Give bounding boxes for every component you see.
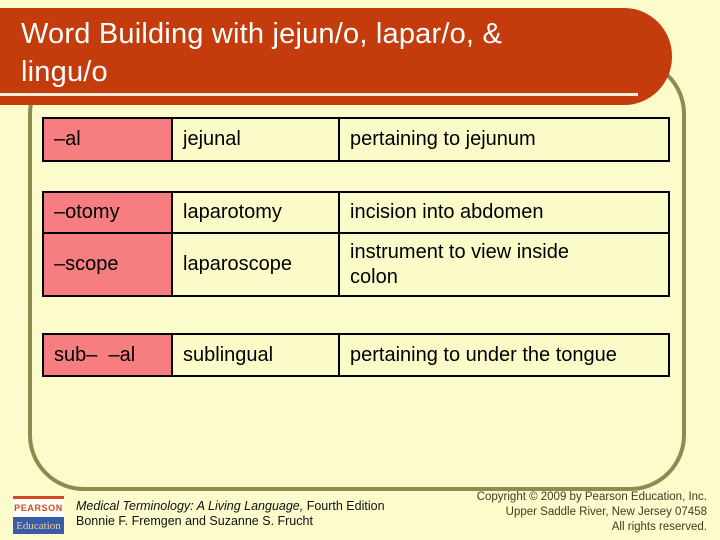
table-row-laparoscope: –scope laparoscope instrument to view in…	[42, 232, 670, 297]
cell-suffix: –al	[42, 117, 173, 162]
cell-suffix: sub– –al	[42, 333, 173, 377]
copyright-line2: Upper Saddle River, New Jersey 07458	[505, 506, 707, 518]
cell-definition: instrument to view inside colon	[340, 232, 670, 297]
logo-division-text: Education	[13, 517, 64, 534]
slide-title: Word Building with jejun/o, lapar/o, & l…	[0, 8, 672, 91]
book-authors: Bonnie F. Fremgen and Suzanne S. Frucht	[76, 513, 313, 528]
cell-definition-text: pertaining to jejunum	[350, 128, 536, 150]
cell-definition: pertaining to jejunum	[340, 117, 670, 162]
pearson-education-logo: PEARSON Education	[13, 496, 64, 534]
cell-definition: pertaining to under the tongue	[340, 333, 670, 377]
book-edition: Fourth Edition	[303, 499, 385, 513]
copyright-notice: Copyright © 2009 by Pearson Education, I…	[477, 490, 707, 535]
book-title-line: Medical Terminology: A Living Language, …	[76, 499, 385, 514]
cell-definition-text: incision into abdomen	[350, 201, 544, 223]
table-row-jejunal: –al jejunal pertaining to jejunum	[42, 117, 670, 162]
book-attribution: Medical Terminology: A Living Language, …	[76, 499, 385, 528]
logo-brand-text: PEARSON	[13, 499, 64, 517]
cell-definition-text: instrument to view inside colon	[350, 240, 569, 288]
table-row-laparotomy: –otomy laparotomy incision into abdomen	[42, 191, 670, 234]
slide-title-line1: Word Building with jejun/o, lapar/o, &	[21, 18, 502, 50]
cell-suffix: –otomy	[42, 191, 173, 234]
slide-title-line2: lingu/o	[21, 56, 108, 88]
copyright-line3: All rights reserved.	[611, 521, 707, 533]
book-title: Medical Terminology: A Living Language,	[76, 499, 304, 513]
logo-top-stripe	[13, 496, 64, 499]
title-banner: Word Building with jejun/o, lapar/o, & l…	[0, 8, 672, 105]
cell-term: jejunal	[173, 117, 340, 162]
cell-term: sublingual	[173, 333, 340, 377]
cell-suffix: –scope	[42, 232, 173, 297]
cell-term: laparotomy	[173, 191, 340, 234]
copyright-line1: Copyright © 2009 by Pearson Education, I…	[476, 491, 707, 503]
title-underline	[0, 93, 638, 96]
cell-term: laparoscope	[173, 232, 340, 297]
cell-definition-text: pertaining to under the tongue	[350, 343, 617, 366]
table-row-sublingual: sub– –al sublingual pertaining to under …	[42, 333, 670, 377]
cell-definition: incision into abdomen	[340, 191, 670, 234]
